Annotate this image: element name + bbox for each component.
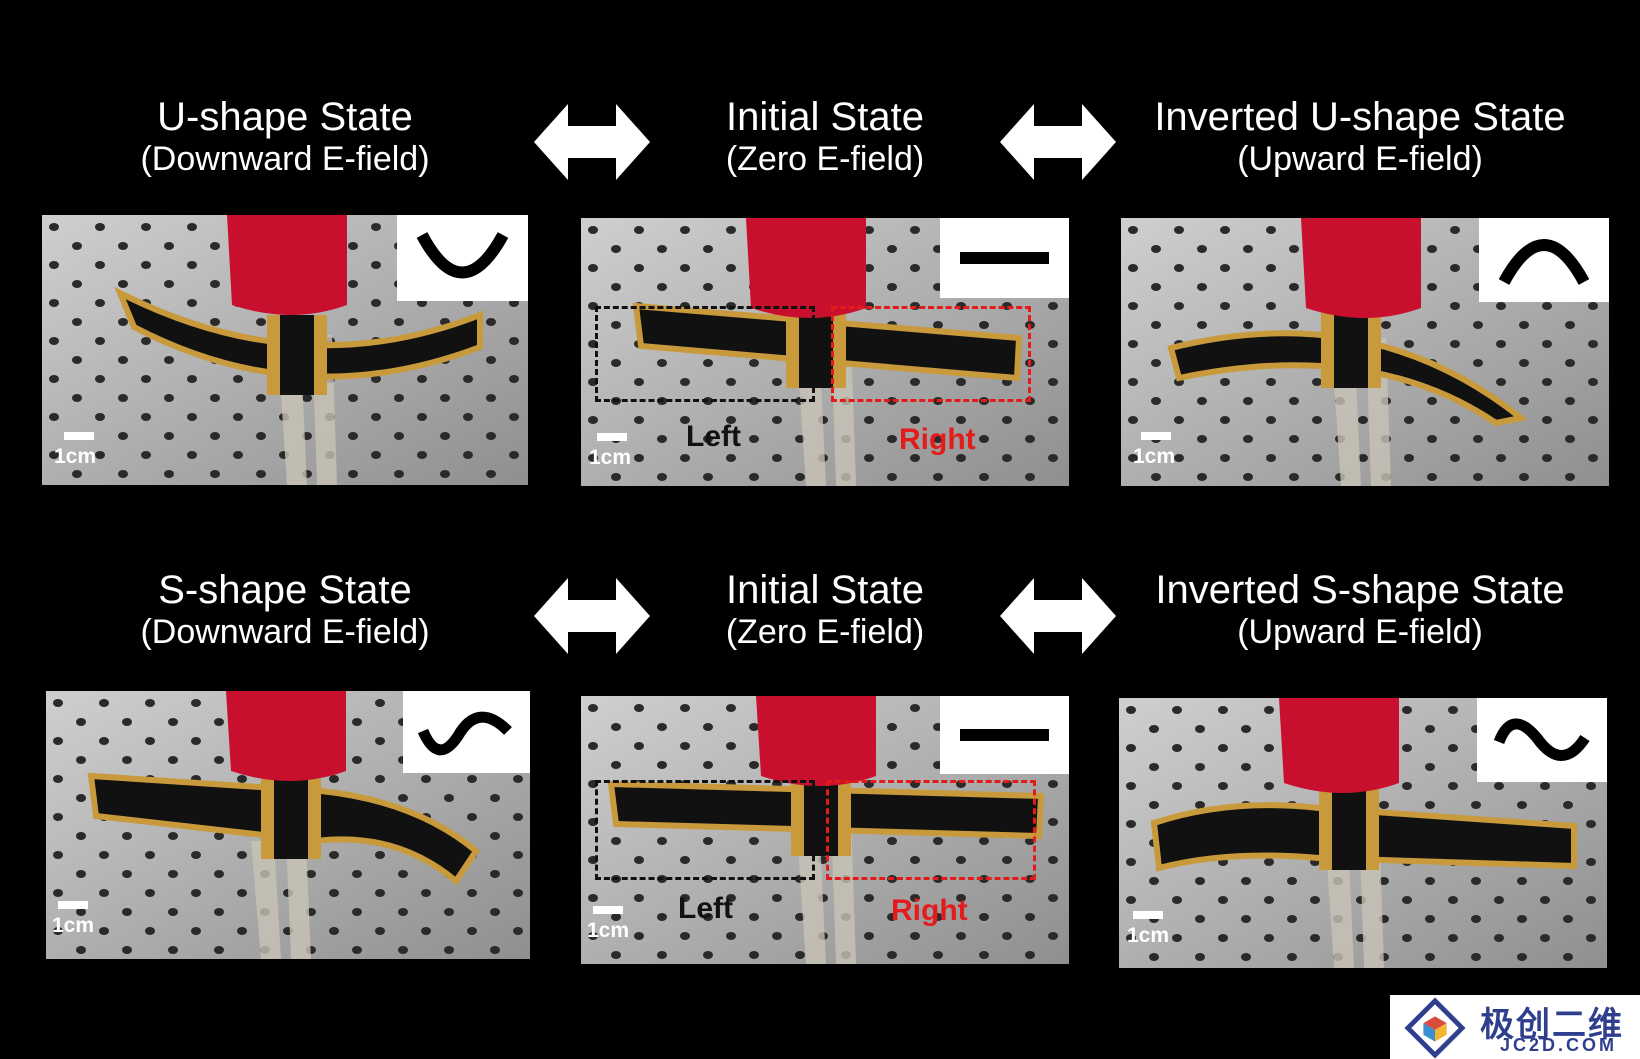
title-line2: (Upward E-field) bbox=[1237, 139, 1483, 178]
watermark-en: JC2D.COM bbox=[1500, 1035, 1618, 1055]
title-line1: Initial State bbox=[726, 568, 924, 612]
scale-label: 1cm bbox=[587, 919, 630, 942]
u-shape-curve-icon bbox=[397, 215, 528, 301]
title-line2: (Zero E-field) bbox=[725, 139, 925, 178]
scale-bar bbox=[58, 901, 88, 909]
photo-initial-2: 1cm Left Right bbox=[581, 696, 1069, 964]
right-region-box bbox=[831, 306, 1031, 402]
inverted-s-curve-icon bbox=[1477, 698, 1607, 782]
title-line2: (Upward E-field) bbox=[1237, 612, 1483, 651]
flat-line-icon bbox=[940, 696, 1069, 774]
title-line1: Inverted U-shape State bbox=[1154, 95, 1566, 139]
right-region-box bbox=[826, 780, 1036, 880]
scale-label: 1cm bbox=[54, 445, 97, 468]
title-inverted-u: Inverted U-shape State (Upward E-field) bbox=[1120, 95, 1600, 178]
double-headed-arrow-icon bbox=[1000, 104, 1116, 180]
scale-bar bbox=[593, 906, 623, 914]
right-label: Right bbox=[891, 894, 968, 927]
left-label: Left bbox=[686, 420, 741, 453]
flat-line-icon bbox=[940, 218, 1069, 298]
left-label: Left bbox=[678, 892, 733, 925]
double-headed-arrow-icon bbox=[1000, 578, 1116, 654]
scale-bar bbox=[597, 433, 627, 441]
title-line1: U-shape State bbox=[157, 95, 413, 139]
title-initial-1: Initial State (Zero E-field) bbox=[640, 95, 1010, 178]
title-inverted-s: Inverted S-shape State (Upward E-field) bbox=[1120, 568, 1600, 651]
left-region-box bbox=[595, 780, 815, 880]
scale-label: 1cm bbox=[1133, 445, 1176, 468]
title-line2: (Zero E-field) bbox=[725, 612, 925, 651]
cube-logo-icon bbox=[1404, 997, 1466, 1059]
scale-bar bbox=[64, 432, 94, 440]
photo-inverted-s: 1cm bbox=[1119, 698, 1607, 968]
inverted-u-curve-icon bbox=[1479, 218, 1609, 302]
title-line1: Inverted S-shape State bbox=[1155, 568, 1565, 612]
title-u-shape: U-shape State (Downward E-field) bbox=[100, 95, 470, 178]
right-label: Right bbox=[899, 423, 976, 456]
watermark-logo: 极创二维 JC2D.COM bbox=[1390, 995, 1640, 1059]
scale-label: 1cm bbox=[589, 446, 632, 469]
s-curve-icon bbox=[403, 691, 530, 773]
photo-u-shape: 1cm bbox=[42, 215, 528, 485]
photo-s-shape: 1cm bbox=[46, 691, 530, 959]
scale-label: 1cm bbox=[1127, 924, 1170, 947]
scale-label: 1cm bbox=[52, 914, 95, 937]
title-line1: Initial State bbox=[726, 95, 924, 139]
left-region-box bbox=[595, 306, 815, 402]
title-line2: (Downward E-field) bbox=[140, 139, 430, 178]
scale-bar bbox=[1141, 432, 1171, 440]
photo-initial-1: 1cm Left Right bbox=[581, 218, 1069, 486]
scale-bar bbox=[1133, 911, 1163, 919]
double-headed-arrow-icon bbox=[534, 104, 650, 180]
watermark-cn: 极创二维 bbox=[1480, 1006, 1624, 1044]
title-line2: (Downward E-field) bbox=[140, 612, 430, 651]
photo-inverted-u: 1cm bbox=[1121, 218, 1609, 486]
double-headed-arrow-icon bbox=[534, 578, 650, 654]
title-initial-2: Initial State (Zero E-field) bbox=[640, 568, 1010, 651]
title-s-shape: S-shape State (Downward E-field) bbox=[100, 568, 470, 651]
title-line1: S-shape State bbox=[158, 568, 412, 612]
